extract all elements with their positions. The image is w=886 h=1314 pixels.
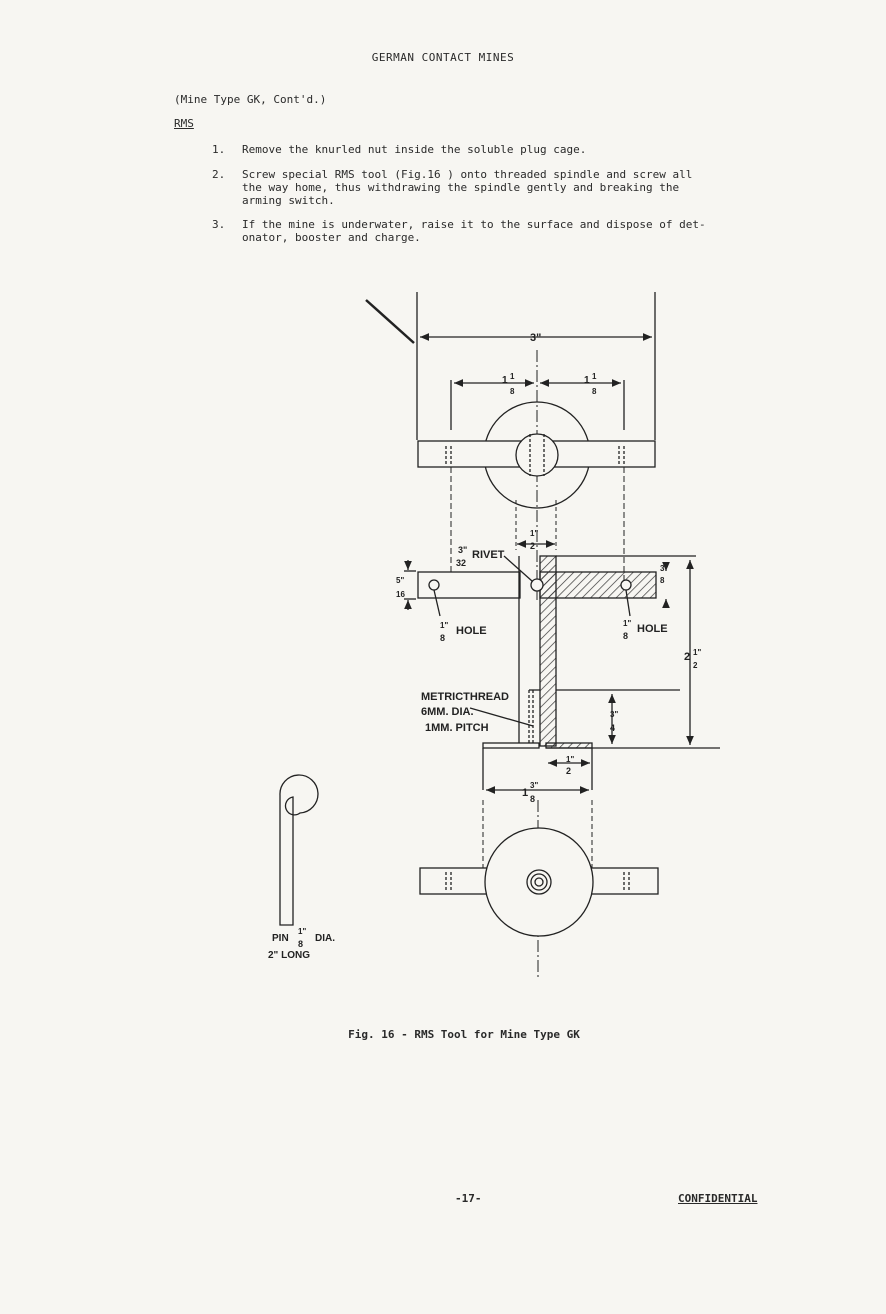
dim-3-4-num: 3" xyxy=(610,710,618,719)
pin-dia-label: DIA. xyxy=(315,933,335,944)
dim-3-4-den: 4 xyxy=(610,723,615,733)
page-header: GERMAN CONTACT MINES xyxy=(371,51,515,64)
dim-2-half-den: 2 xyxy=(693,661,698,670)
thread-label-1: METRICTHREAD xyxy=(421,691,509,703)
step-line: the way home, thus withdrawing the spind… xyxy=(242,181,680,194)
dim-frac-den: 8 xyxy=(510,387,515,396)
dim-2-half-whole: 2 xyxy=(684,651,690,663)
step-line: If the mine is underwater, raise it to t… xyxy=(242,218,706,231)
top-view xyxy=(416,292,656,600)
dim-1-3-8-whole: 1 xyxy=(522,787,528,799)
dim-bottom-half-num: 1" xyxy=(566,755,574,764)
dim-1-3-8-den: 8 xyxy=(530,794,535,804)
dim-half-num: 1" xyxy=(530,529,538,538)
step-number: 3. xyxy=(212,218,226,231)
pin-label-1: PIN xyxy=(272,933,289,944)
pin-label-2: 2" LONG xyxy=(268,950,310,961)
rivet-frac-num: 3" xyxy=(458,545,467,555)
hole-frac-den: 8 xyxy=(623,631,628,641)
bottom-view xyxy=(419,800,659,980)
dim-right-num: 3" xyxy=(660,564,668,573)
dim-2-half-num: 1" xyxy=(693,648,701,657)
hole-label-left: HOLE xyxy=(456,625,487,637)
step-number: 2. xyxy=(212,168,226,181)
continuation-note: (Mine Type GK, Cont'd.) xyxy=(174,93,327,106)
side-view xyxy=(404,540,720,794)
dim-frac-whole: 1 xyxy=(502,375,508,386)
step-line: onator, booster and charge. xyxy=(242,231,421,244)
rivet-frac-den: 32 xyxy=(456,558,466,568)
step-line: Screw special RMS tool (Fig.16 ) onto th… xyxy=(242,168,693,181)
dim-1-3-8-num: 3" xyxy=(530,781,538,790)
step-number: 1. xyxy=(212,143,226,156)
thread-label-2: 6MM. DIA. xyxy=(421,706,474,718)
dim-left-num: 5" xyxy=(396,576,404,585)
hole-frac-num: 1" xyxy=(623,619,631,628)
dim-left-den: 16 xyxy=(396,590,405,599)
dim-bottom-half-den: 2 xyxy=(566,766,571,776)
hole-frac-den: 8 xyxy=(440,633,445,643)
page-number: -17- xyxy=(455,1192,482,1205)
step-line: Remove the knurled nut inside the solubl… xyxy=(242,143,587,156)
dim-frac-num: 1 xyxy=(510,372,515,381)
margin-mark xyxy=(365,299,415,344)
dim-frac-whole: 1 xyxy=(584,375,590,386)
dim-frac-den: 8 xyxy=(592,387,597,396)
section-heading: RMS xyxy=(174,117,194,130)
rivet-label: RIVET xyxy=(472,549,505,561)
pin-frac-den: 8 xyxy=(298,939,303,949)
hole-frac-num: 1" xyxy=(440,621,448,630)
pin-drawing xyxy=(279,774,319,926)
pin-frac-num: 1" xyxy=(298,927,306,936)
step-line: arming switch. xyxy=(242,194,335,207)
hole-label-right: HOLE xyxy=(637,623,668,635)
dim-frac-num: 1 xyxy=(592,372,597,381)
dim-right-den: 8 xyxy=(660,576,665,585)
dim-3-inch: 3" xyxy=(530,332,541,344)
thread-label-3: 1MM. PITCH xyxy=(425,722,489,734)
dim-half-den: 2 xyxy=(530,541,535,551)
figure-caption: Fig. 16 - RMS Tool for Mine Type GK xyxy=(348,1028,580,1041)
classification-marking: CONFIDENTIAL xyxy=(678,1192,758,1205)
